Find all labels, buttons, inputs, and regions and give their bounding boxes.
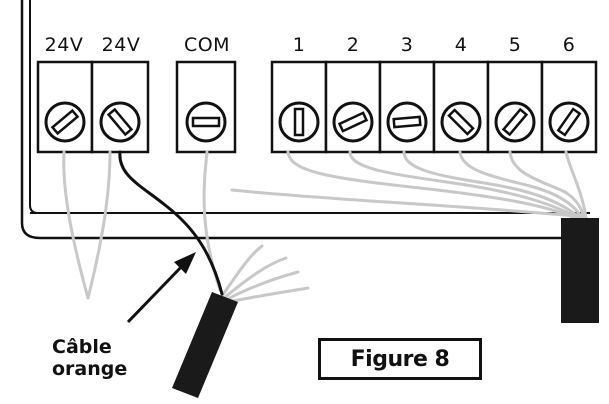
screw-com [185, 101, 227, 143]
wire-splay-2 [222, 256, 288, 300]
callout-arrow [126, 252, 196, 324]
wire-com [202, 150, 222, 292]
wire-splay-4 [226, 286, 310, 304]
wire-zone-2 [348, 150, 580, 220]
wire-zone-1 [286, 150, 577, 220]
terminal-label-com: COM [183, 34, 231, 56]
terminal-label-24v-2: 24V [101, 34, 141, 56]
controller-housing [20, 0, 590, 240]
terminal-label-zone-2: 2 [346, 34, 360, 56]
screw-zone-5 [494, 101, 536, 143]
screw-24v-2 [99, 101, 141, 143]
figure-label: Figure 8 [350, 346, 450, 372]
terminal-block-zones-group [270, 60, 598, 154]
screw-zone-1 [278, 101, 320, 143]
screw-zone-6 [548, 101, 590, 143]
terminal-label-24v-1: 24V [44, 34, 84, 56]
wire-loose [230, 188, 577, 218]
terminal-label-zone-5: 5 [508, 34, 522, 56]
terminal-label-zone-4: 4 [454, 34, 468, 56]
housing-inner-edge [29, 0, 39, 214]
callout-line-1: Câble [52, 336, 112, 358]
screw-zone-3 [386, 101, 428, 143]
terminal-label-zone-1: 1 [292, 34, 306, 56]
screw-zone-2 [332, 101, 374, 143]
wire-24v-1 [62, 150, 90, 300]
terminal-label-zone-6: 6 [562, 34, 576, 56]
wire-zone-4 [458, 150, 584, 220]
orange-wire [118, 150, 224, 296]
figure-label-box: Figure 8 [318, 338, 482, 380]
wire-zone-5 [508, 150, 586, 220]
terminal-label-zone-3: 3 [400, 34, 414, 56]
wire-24v-2 [86, 150, 112, 300]
callout-line-2: orange [52, 358, 128, 380]
wire-zone-3 [402, 150, 582, 220]
wire-splay-1 [220, 244, 264, 298]
cable-sheath-left [172, 292, 238, 398]
screw-24v-1 [44, 101, 86, 143]
screw-zone-4 [440, 101, 482, 143]
wire-splay-3 [224, 270, 300, 302]
wire-zone-6 [564, 150, 588, 220]
cable-sheath-right [561, 218, 599, 323]
